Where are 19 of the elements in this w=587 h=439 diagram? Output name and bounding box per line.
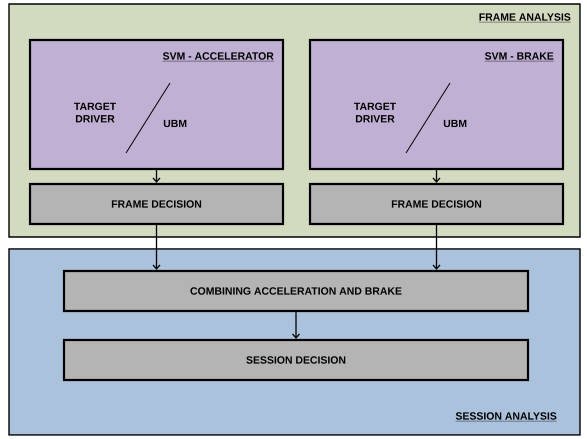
class-label: UBM bbox=[164, 120, 186, 128]
class-label: TARGET DRIVER bbox=[74, 102, 116, 122]
arrow bbox=[152, 170, 160, 183]
arrow bbox=[152, 225, 160, 270]
process-box: COMBINING ACCELERATION AND BRAKE bbox=[62, 270, 530, 312]
model-box bbox=[308, 38, 564, 170]
process-box: SESSION DECISION bbox=[62, 338, 530, 382]
arrow bbox=[292, 312, 300, 339]
process-box: FRAME DECISION bbox=[28, 182, 284, 226]
heading: SVM - ACCELERATOR bbox=[162, 52, 274, 62]
heading: SVM - BRAKE bbox=[484, 52, 554, 62]
class-label: TARGET DRIVER bbox=[354, 102, 396, 122]
arrow bbox=[432, 170, 440, 183]
model-box bbox=[28, 38, 284, 170]
class-label: UBM bbox=[444, 120, 466, 128]
process-box: FRAME DECISION bbox=[308, 182, 564, 226]
arrow bbox=[432, 225, 440, 270]
heading: FRAME ANALYSIS bbox=[478, 13, 571, 22]
heading: SESSION ANALYSIS bbox=[455, 412, 557, 422]
